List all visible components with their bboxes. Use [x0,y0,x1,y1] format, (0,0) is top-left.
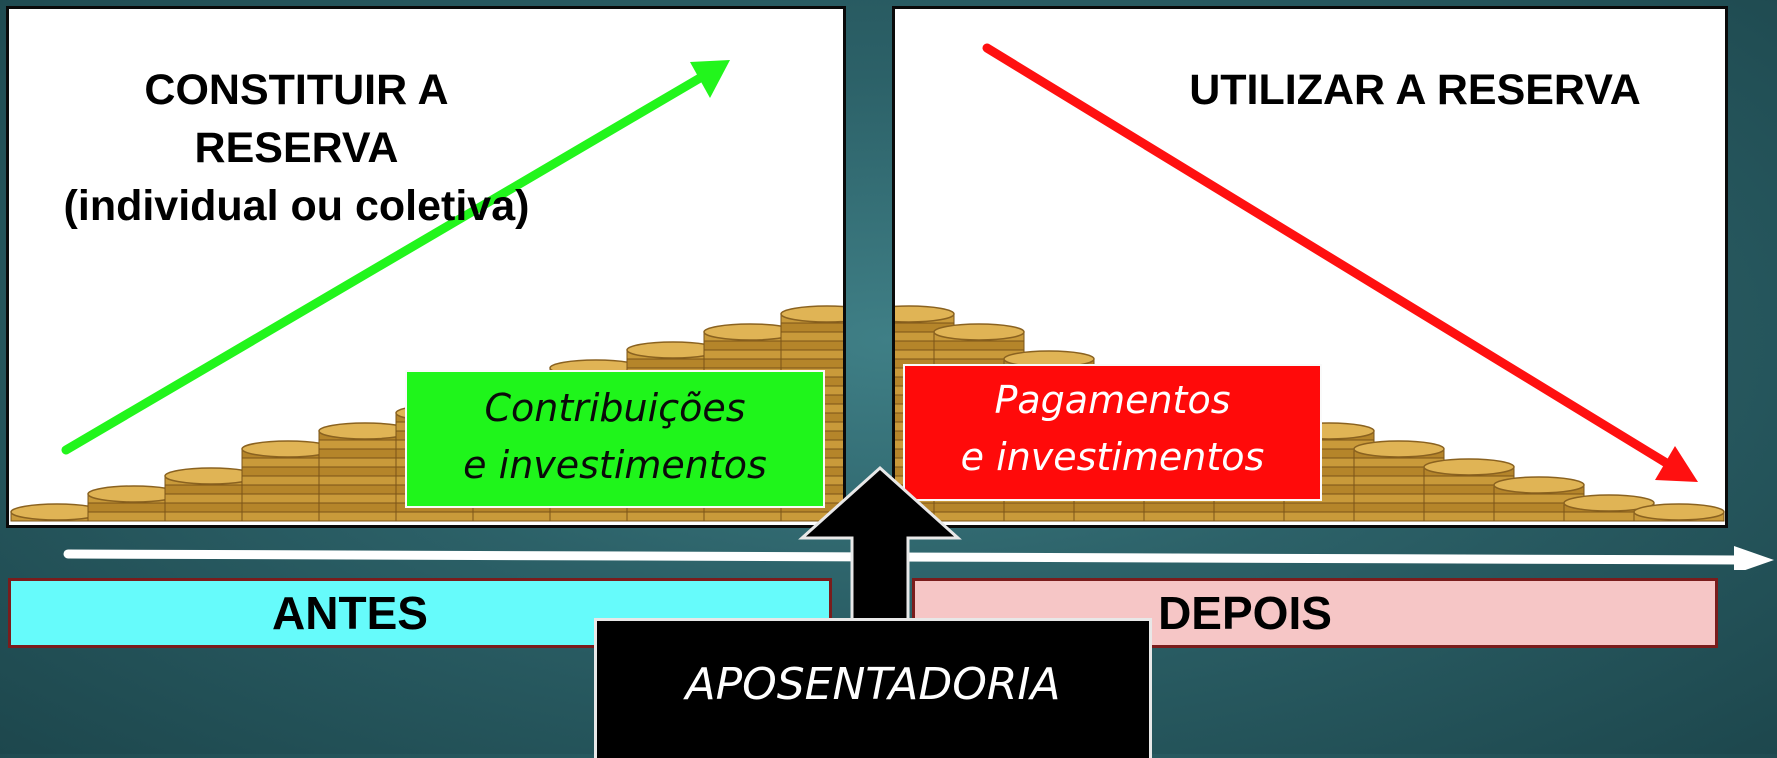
retirement-box: APOSENTADORIA [594,618,1152,758]
retirement-label: APOSENTADORIA [685,659,1061,710]
coin-stack-icon [1493,476,1585,522]
phase-after-label: DEPOIS [912,578,1718,648]
coin-stack-icon [1633,503,1725,522]
coin-stack-icon [87,485,181,522]
contributions-tag: Contribuições e investimentos [405,370,825,508]
panel-title-before: CONSTITUIR A RESERVA (individual ou cole… [63,66,530,230]
panel-title-after: UTILIZAR A RESERVA [1189,66,1641,114]
up-arrow-icon [798,465,962,630]
